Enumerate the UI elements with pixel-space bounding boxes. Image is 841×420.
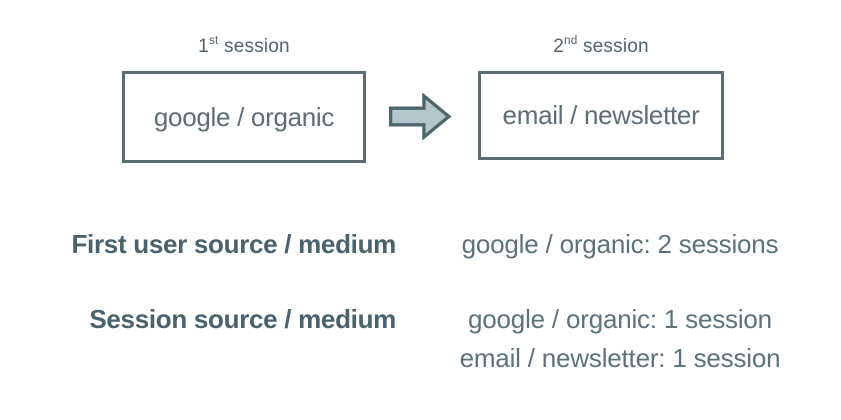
- first-session-label-text: session: [218, 36, 290, 57]
- second-session-source-text: email / newsletter: [502, 100, 700, 130]
- value-line: email / newsletter: 1 session: [459, 343, 781, 373]
- first-session-source-text: google / organic: [153, 101, 335, 132]
- first-session-ordinal: 1: [198, 36, 209, 57]
- session-source-medium-values: google / organic: 1 session email / news…: [420, 300, 820, 378]
- first-user-source-medium-label: First user source / medium: [71, 229, 396, 259]
- first-session-ordinal-suffix: st: [208, 33, 219, 47]
- value-line: google / organic: 2 sessions: [461, 229, 779, 259]
- second-session-ordinal-suffix: nd: [563, 33, 578, 47]
- right-block-arrow-icon: [388, 93, 452, 140]
- session-source-medium-label: Session source / medium: [89, 304, 396, 334]
- second-session-label: 2nd session: [478, 33, 724, 61]
- second-session-ordinal: 2: [553, 36, 564, 57]
- first-user-source-medium-values: google / organic: 2 sessions: [420, 225, 820, 264]
- first-session-source-box: google / organic: [122, 71, 366, 163]
- value-line: google / organic: 1 session: [468, 304, 772, 334]
- second-session-label-text: session: [577, 36, 649, 57]
- first-session-label: 1st session: [122, 33, 366, 61]
- second-session-source-box: email / newsletter: [478, 71, 724, 160]
